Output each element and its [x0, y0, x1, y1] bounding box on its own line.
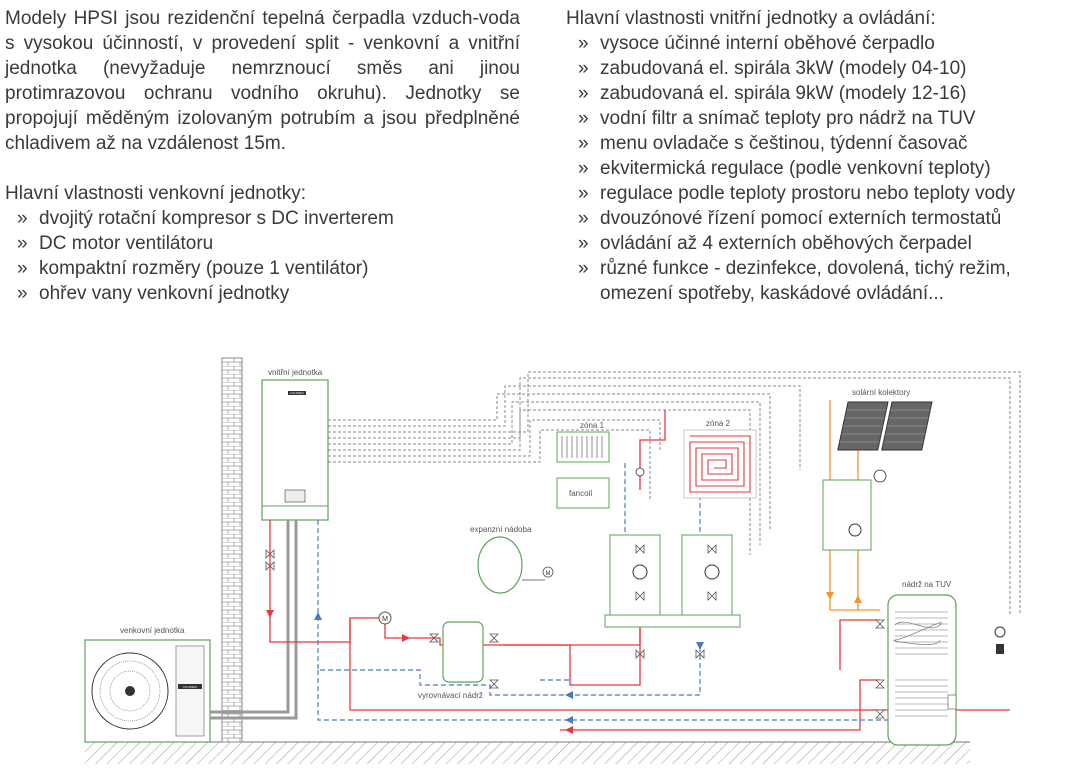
bullet-mark: »: [578, 108, 589, 129]
outdoor-heading: Hlavní vlastnosti venkovní jednotky:: [5, 183, 306, 204]
solar-collectors: solární kolektory: [837, 388, 933, 451]
bullet-mark: »: [578, 133, 589, 154]
zone2-label: zóna 2: [706, 419, 731, 428]
list-item-text: zabudovaná el. spirála 3kW (modely 04-10…: [600, 58, 967, 79]
solar-station: [822, 469, 887, 551]
bullet-mark: »: [578, 208, 589, 229]
bullet-mark: »: [578, 258, 589, 279]
list-item: » zabudovaná el. spirála 3kW (modely 04-1…: [566, 56, 1071, 81]
list-item: » dvouzónové řízení pomocí externích term…: [566, 206, 1071, 231]
pump-group-2: [681, 534, 733, 616]
bullet-mark: »: [578, 183, 589, 204]
list-item-text: vysoce účinné interní oběhové čerpadlo: [600, 33, 935, 54]
bullet-mark: »: [578, 158, 589, 179]
fancoil-label: fancoil: [569, 489, 592, 498]
list-item-text: zabudovaná el. spirála 9kW (modely 12-16…: [600, 83, 967, 104]
solar-label: solární kolektory: [852, 388, 910, 397]
left-column: Modely HPSI jsou rezidenční tepelná čerp…: [5, 6, 520, 306]
bullet-mark: »: [578, 233, 589, 254]
mixing-valve: [378, 611, 392, 625]
list-item-text: ekvitermická regulace (podle venkovní te…: [600, 158, 991, 179]
wall: [221, 357, 243, 743]
refrigerant-pipes: [210, 520, 298, 720]
right-column: Hlavní vlastnosti vnitřní jednotky a ovl…: [566, 6, 1071, 306]
bullet-mark: »: [17, 233, 28, 254]
list-item: » menu ovladače s češtinou, týdenní časov…: [566, 131, 1071, 156]
zone-1: zóna 1 fancoil: [556, 421, 645, 509]
manifold: [604, 614, 741, 628]
list-item: » vodní filtr a snímač teploty pro nádrž …: [566, 106, 1071, 131]
zone-2: zóna 2: [683, 419, 757, 499]
heating-schematic: HYUNDAI vnitřní jednotka HYUNDAI venkovn…: [84, 357, 1021, 764]
expansion-vessel: M expanzní nádoba: [470, 525, 554, 594]
indoor-list: »vysoce účinné interní oběhové čerpadlo …: [566, 31, 1071, 306]
buffer-tank-label: vyrovnávací nádrž: [418, 691, 483, 700]
list-item-text: regulace podle teploty prostoru nebo tep…: [600, 183, 1016, 204]
list-item: » DC motor ventilátoru: [5, 231, 520, 256]
list-item-text: ovládání až 4 externích oběhových čerpad…: [600, 233, 972, 254]
zone1-label: zóna 1: [580, 421, 605, 430]
list-item: » kompaktní rozměry (pouze 1 ventilátor): [5, 256, 520, 281]
indoor-heading: Hlavní vlastnosti vnitřní jednotky a ovl…: [566, 8, 936, 29]
outdoor-unit-label: venkovní jednotka: [120, 626, 185, 635]
list-item-text: kompaktní rozměry (pouze 1 ventilátor): [39, 258, 369, 279]
list-item-text-cont: omezení spotřeby, kaskádové ovládání...: [600, 283, 944, 304]
dhw-tank-label: nádrž na TUV: [902, 580, 952, 589]
ground: [85, 742, 970, 764]
list-item: » vysoce účinné interní oběhové čerpadlo: [566, 31, 1071, 56]
list-item-text: DC motor ventilátoru: [39, 233, 214, 254]
outdoor-list: » dvojitý rotační kompresor s DC inverter…: [5, 206, 520, 306]
list-item: » regulace podle teploty prostoru nebo te…: [566, 181, 1071, 206]
flow-arrows: [266, 592, 862, 734]
bullet-mark: »: [578, 83, 589, 104]
list-item: » ekvitermická regulace (podle venkovní t…: [566, 156, 1071, 181]
list-item-text: dvouzónové řízení pomocí externích termo…: [600, 208, 1002, 229]
list-item-text: vodní filtr a snímač teploty pro nádrž n…: [600, 108, 976, 129]
indoor-unit-label: vnitřní jednotka: [268, 368, 323, 377]
list-item-text: menu ovladače s češtinou, týdenní časova…: [600, 133, 968, 154]
list-item: » různé funkce - dezinfekce, dovolená, ti…: [566, 256, 1071, 306]
list-item-text: dvojitý rotační kompresor s DC invertere…: [39, 208, 394, 229]
valves: [265, 544, 885, 719]
list-item: » ohřev vany venkovní jednotky: [5, 281, 520, 306]
mixing-valve-motor: M: [382, 616, 388, 623]
bullet-mark: »: [578, 33, 589, 54]
outdoor-brand: HYUNDAI: [183, 685, 197, 689]
outdoor-unit: HYUNDAI venkovní jednotka: [84, 626, 211, 743]
indoor-brand: HYUNDAI: [290, 391, 304, 395]
expansion-vessel-label: expanzní nádoba: [470, 525, 532, 534]
list-item-text: různé funkce - dezinfekce, dovolená, tic…: [600, 258, 1011, 279]
intro-paragraph: Modely HPSI jsou rezidenční tepelná čerp…: [5, 8, 520, 154]
pump-group-1: [609, 534, 661, 616]
hot-pipes: [269, 410, 1010, 731]
list-item: » ovládání až 4 externích oběhových čerpa…: [566, 231, 1071, 256]
bullet-mark: »: [17, 208, 28, 229]
list-item-text: ohřev vany venkovní jednotky: [39, 283, 290, 304]
indoor-unit: HYUNDAI vnitřní jednotka: [261, 368, 329, 521]
bullet-mark: »: [17, 283, 28, 304]
bullet-mark: »: [17, 258, 28, 279]
buffer-tank: vyrovnávací nádrž: [418, 621, 484, 700]
list-item: » dvojitý rotační kompresor s DC inverter…: [5, 206, 520, 231]
bullet-mark: »: [578, 58, 589, 79]
expansion-motor: M: [546, 571, 551, 577]
dhw-tank: nádrž na TUV: [887, 580, 1006, 746]
list-item: » zabudovaná el. spirála 9kW (modely 12-1…: [566, 81, 1071, 106]
